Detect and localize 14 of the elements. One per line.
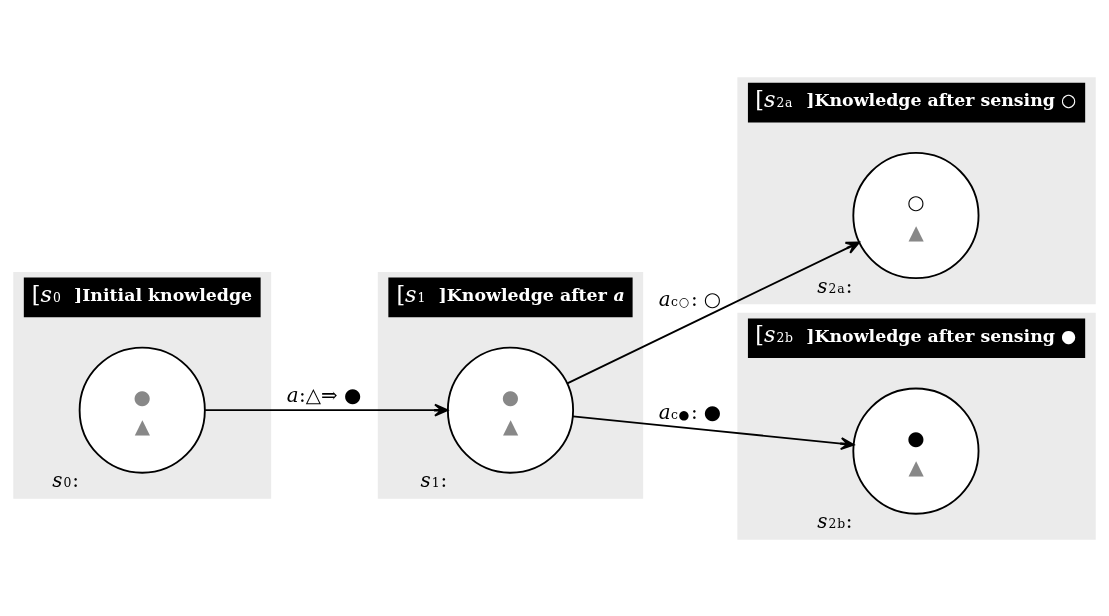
arrow xyxy=(566,240,860,384)
node-label: s0: xyxy=(52,468,79,492)
arrow xyxy=(572,414,855,450)
node-label: s2b: xyxy=(817,509,853,533)
node-label: s1: xyxy=(420,468,448,492)
node-circle: ● ▲ xyxy=(78,346,206,474)
node-circle: ● ▲ xyxy=(446,346,575,474)
edge-label: ac○: ○ xyxy=(658,287,722,311)
edge-label: a:△⇒ ● xyxy=(286,383,362,407)
arrow xyxy=(204,403,449,417)
node-circle: ○ ▲ xyxy=(852,151,980,279)
node-label: s2a: xyxy=(817,274,853,298)
node-circle: ● ▲ xyxy=(852,387,980,515)
edge-label: ac●: ● xyxy=(658,400,722,424)
